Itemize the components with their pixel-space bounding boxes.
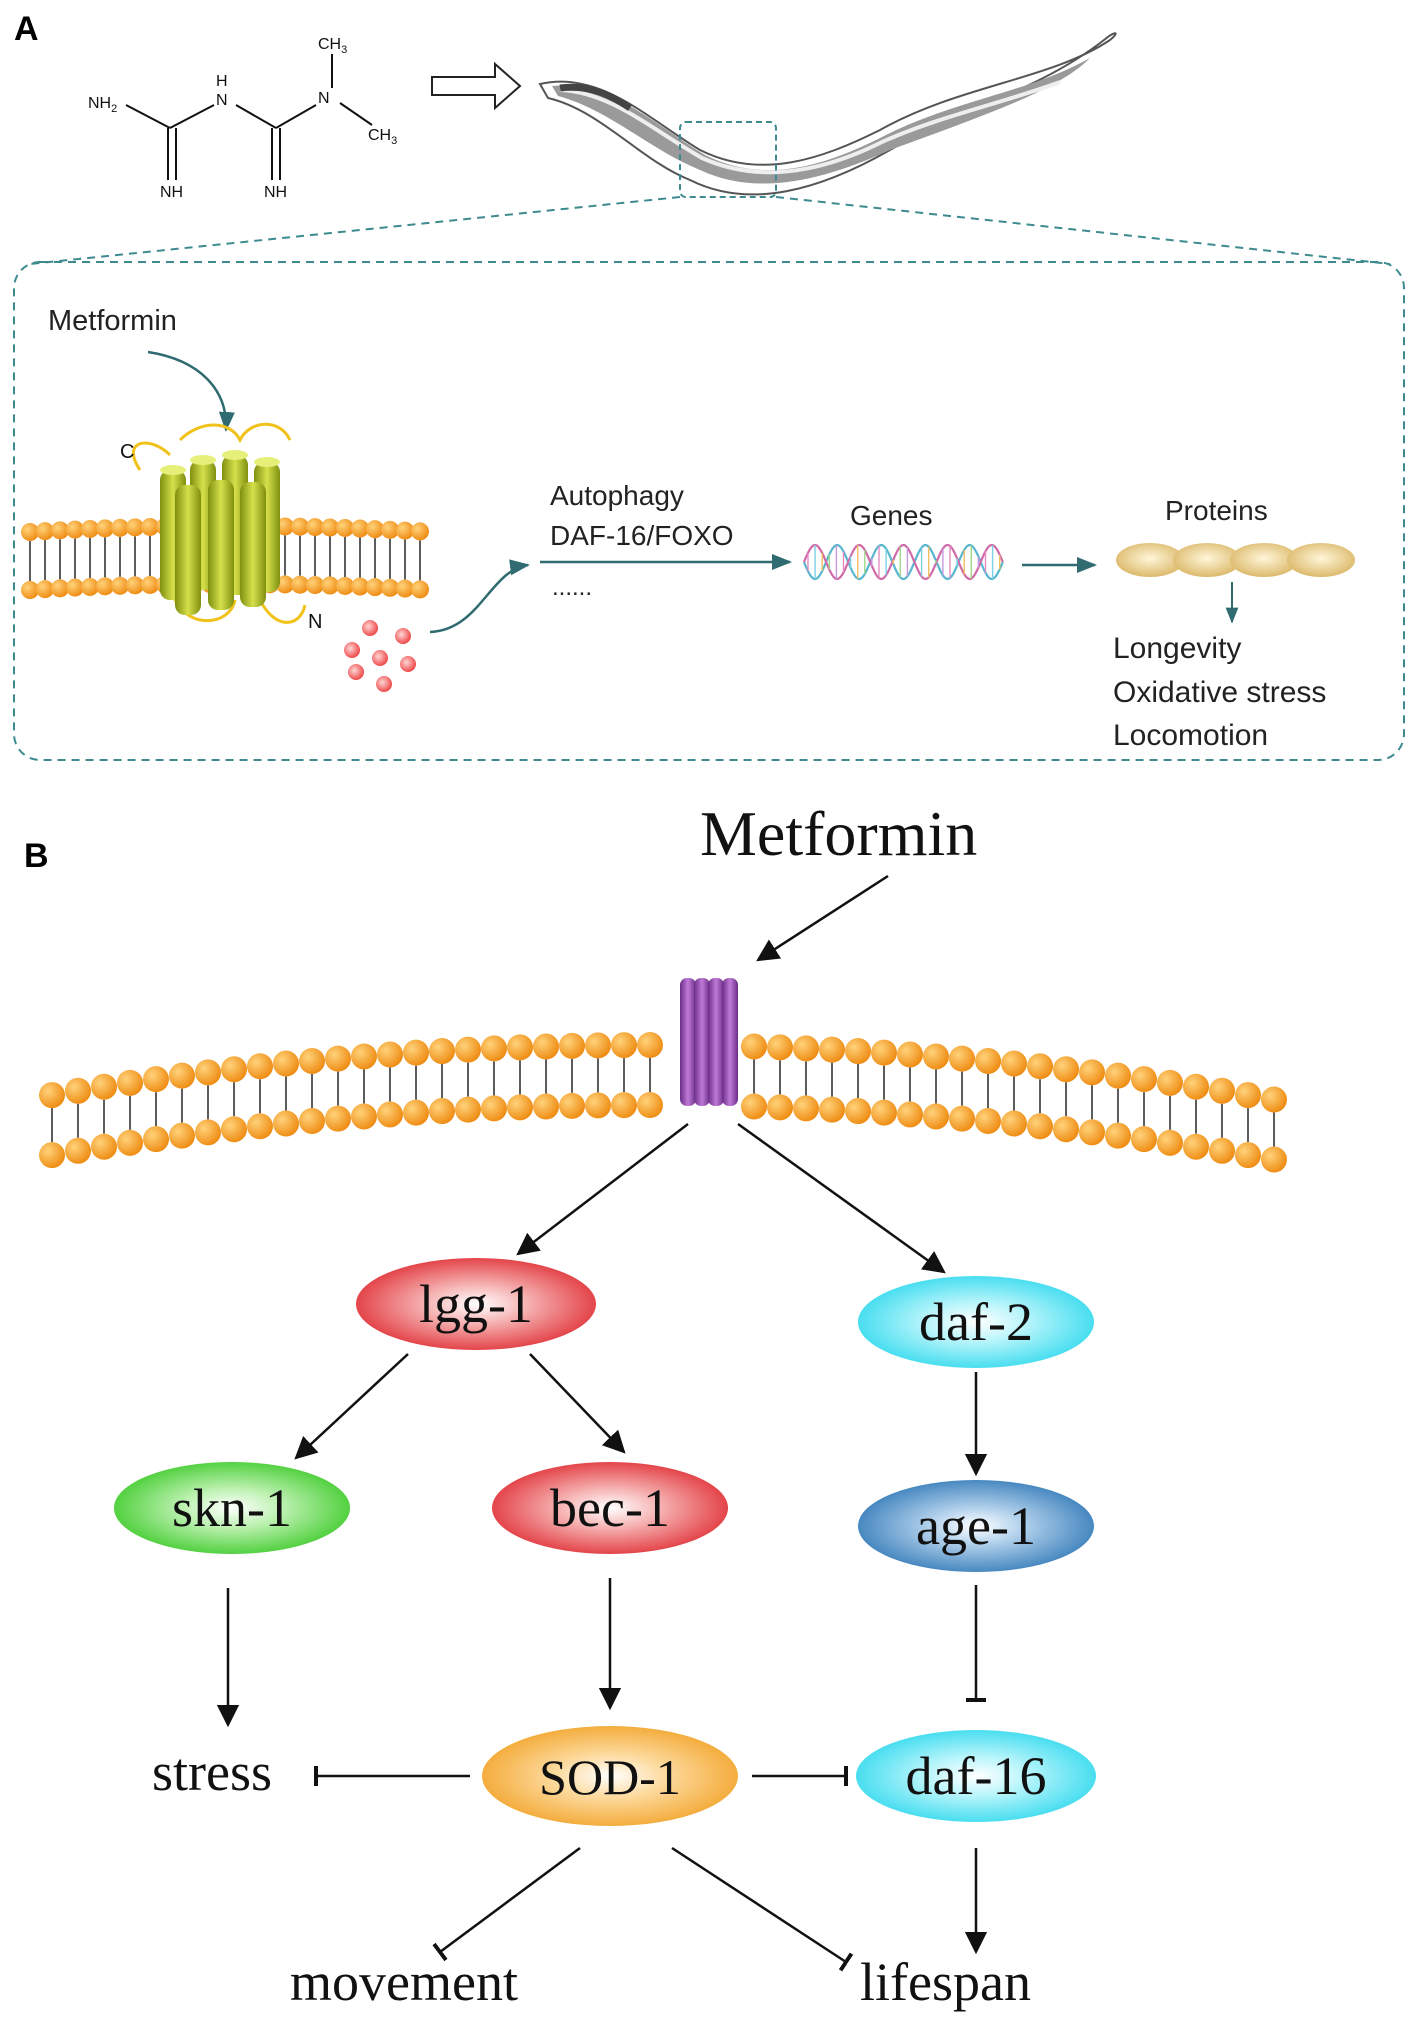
membrane-b bbox=[39, 1032, 1287, 1173]
arrow-membrane-to-daf2 bbox=[737, 1122, 946, 1274]
output-lifespan: lifespan bbox=[860, 1952, 1031, 2012]
outcome-locomotion: Locomotion bbox=[1113, 719, 1268, 752]
structure-ch3-right: CH3 bbox=[368, 127, 397, 147]
node-bec1: bec-1 bbox=[492, 1462, 728, 1554]
zoom-line-right bbox=[775, 196, 1391, 265]
released-molecules bbox=[344, 620, 416, 692]
zoom-region bbox=[679, 121, 777, 198]
node-skn1: skn-1 bbox=[114, 1462, 350, 1554]
protein-c-terminus: C bbox=[120, 441, 134, 463]
genes-label: Genes bbox=[850, 500, 933, 531]
protein-n-terminus: N bbox=[308, 611, 322, 633]
hollow-arrow bbox=[431, 61, 522, 111]
arrow-lgg1-to-bec1 bbox=[529, 1353, 626, 1454]
transmembrane-protein bbox=[132, 422, 307, 624]
pathway-daf16-foxo: DAF-16/FOXO bbox=[550, 520, 734, 551]
node-daf2: daf-2 bbox=[858, 1276, 1094, 1368]
node-sod1: SOD-1 bbox=[482, 1726, 738, 1826]
zoom-line-left bbox=[29, 196, 681, 265]
structure-nh2: NH2 bbox=[88, 95, 117, 115]
node-age1: age-1 bbox=[858, 1480, 1094, 1572]
structure-h: H bbox=[216, 73, 228, 90]
panel-a-metformin-label: Metformin bbox=[48, 305, 177, 337]
metformin-structure bbox=[125, 54, 373, 180]
panel-b-label: B bbox=[24, 837, 49, 875]
panel-b-metformin-label: Metformin bbox=[700, 798, 977, 869]
svg-text:skn-1: skn-1 bbox=[172, 1478, 292, 1538]
output-movement: movement bbox=[290, 1952, 518, 2012]
membrane-channel bbox=[680, 978, 738, 1106]
signal-arrow bbox=[429, 559, 530, 634]
arrow-membrane-to-lgg1 bbox=[516, 1123, 689, 1256]
svg-text:age-1: age-1 bbox=[916, 1496, 1036, 1556]
structure-nh-left: NH bbox=[160, 184, 183, 201]
structure-ch3-top: CH3 bbox=[318, 36, 347, 56]
pathway-ellipsis: ...... bbox=[552, 574, 592, 601]
svg-text:daf-2: daf-2 bbox=[919, 1292, 1033, 1352]
structure-n-dimethyl: N bbox=[318, 90, 330, 107]
outcome-oxidative-stress: Oxidative stress bbox=[1113, 676, 1326, 709]
svg-text:SOD-1: SOD-1 bbox=[539, 1749, 681, 1805]
inhibit-sod1-lifespan bbox=[671, 1846, 854, 1972]
inhibit-sod1-movement bbox=[432, 1846, 581, 1962]
zoom-box bbox=[13, 261, 1405, 761]
node-daf16: daf-16 bbox=[856, 1730, 1096, 1822]
protein-beads bbox=[1116, 543, 1355, 577]
svg-text:lgg-1: lgg-1 bbox=[419, 1274, 533, 1334]
structure-n: N bbox=[216, 92, 228, 109]
outcome-longevity: Longevity bbox=[1113, 632, 1241, 665]
node-lgg1: lgg-1 bbox=[356, 1258, 596, 1350]
panel-a-label: A bbox=[14, 10, 39, 48]
metformin-entry-arrow bbox=[147, 350, 235, 432]
structure-nh-right: NH bbox=[264, 184, 287, 201]
arrow-lgg1-to-skn1 bbox=[294, 1353, 409, 1460]
dna-helix bbox=[802, 543, 1004, 581]
svg-text:bec-1: bec-1 bbox=[550, 1478, 670, 1538]
metformin-arrow bbox=[756, 874, 889, 962]
proteins-label: Proteins bbox=[1165, 495, 1268, 526]
worm-illustration bbox=[538, 32, 1117, 196]
pathway-autophagy: Autophagy bbox=[550, 480, 684, 511]
output-stress: stress bbox=[152, 1742, 272, 1802]
svg-text:daf-16: daf-16 bbox=[906, 1746, 1047, 1806]
